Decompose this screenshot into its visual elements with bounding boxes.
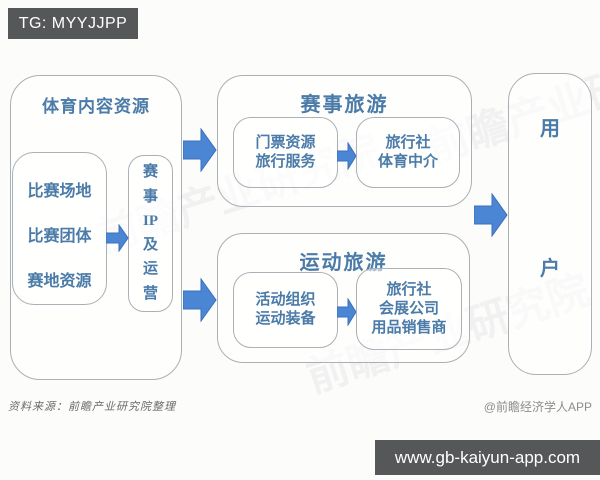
- user-box: 用 户: [508, 73, 592, 375]
- box-line: 体育中介: [377, 153, 438, 170]
- arrow-right-icon: [183, 278, 217, 322]
- ip-box-char: 及: [142, 237, 158, 254]
- box-line: 旅行社: [386, 281, 432, 298]
- left-panel-title: 体育内容资源: [42, 97, 150, 116]
- user-char: 用: [540, 118, 560, 140]
- resource-item: 比赛团体: [27, 228, 92, 245]
- box-line: 会展公司: [378, 300, 439, 317]
- arrow-right-icon: [337, 142, 357, 170]
- travel-agency-sports-box: 旅行社 体育中介: [356, 117, 460, 188]
- resource-item: 比赛场地: [27, 183, 92, 200]
- resource-item: 赛地资源: [27, 273, 92, 290]
- tg-banner: TG: MYYJJPP: [8, 8, 138, 39]
- arrow-right-icon: [474, 193, 508, 237]
- credit-note: @前瞻经济学人APP: [483, 400, 592, 414]
- ip-box-char: 事: [142, 188, 158, 205]
- box-line: 门票资源: [255, 134, 316, 151]
- url-banner: www.gb-kaiyun-app.com: [375, 440, 600, 475]
- arrow-right-icon: [183, 128, 217, 172]
- source-note: 资料来源：前瞻产业研究院整理: [8, 401, 176, 413]
- ticket-resources-box: 门票资源 旅行服务: [233, 117, 338, 188]
- arrow-right-icon: [106, 224, 129, 252]
- sport-tourism-title: 运动旅游: [299, 252, 388, 274]
- event-ip-box: 赛 事 IP 及 运 营: [128, 155, 173, 312]
- ip-box-char: IP: [143, 212, 158, 229]
- arrow-right-icon: [337, 298, 357, 326]
- ip-box-char: 赛: [142, 164, 158, 181]
- box-line: 旅行服务: [255, 153, 316, 170]
- box-line: 活动组织: [255, 292, 316, 308]
- resources-list-box: 比赛场地 比赛团体 赛地资源: [12, 152, 107, 305]
- box-line: 运动装备: [255, 311, 316, 327]
- ip-box-char: 营: [142, 285, 158, 302]
- box-line: 旅行社: [385, 134, 431, 151]
- activity-organization-box: 活动组织 运动装备: [233, 272, 338, 348]
- box-line: 用品销售商: [371, 319, 447, 336]
- sales-channel-box: 旅行社 会展公司 用品销售商: [356, 268, 462, 350]
- user-char: 户: [540, 258, 560, 280]
- ip-box-char: 运: [142, 261, 158, 278]
- event-tourism-title: 赛事旅游: [300, 94, 389, 116]
